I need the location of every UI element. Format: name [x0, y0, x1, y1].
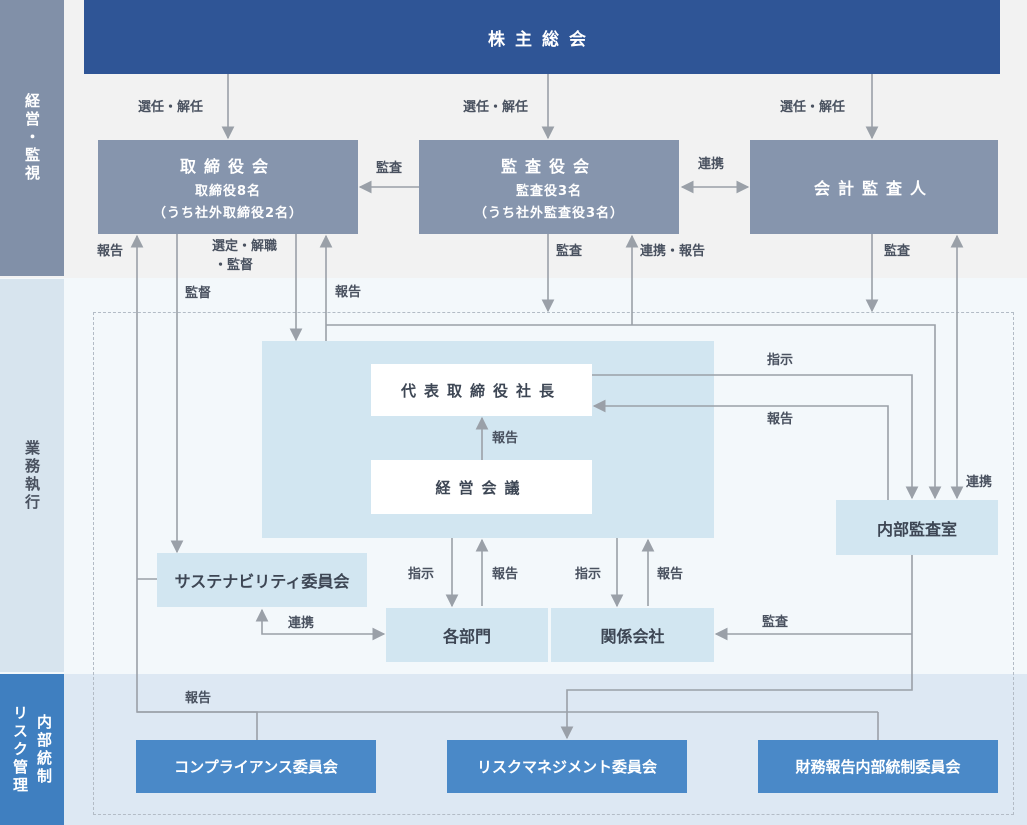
label-instruct-dept: 指示 — [408, 567, 435, 582]
label-coop-report: 連携・報告 — [640, 244, 706, 259]
label-elect-board: 選任・解任 — [138, 100, 204, 115]
board-of-directors-box: 取締役会 取締役8名 （うち社外取締役2名） — [98, 140, 358, 234]
label-report-ia: 報告 — [767, 412, 794, 427]
label-supervise-dot: ・監督 — [214, 258, 254, 273]
label-report-board: 報告 — [335, 285, 362, 300]
affiliates-box: 関係会社 — [551, 608, 714, 662]
audit-board-box: 監査役会 監査役3名 （うち社外監査役3名） — [419, 140, 679, 234]
section-execution-label: 業務執行 — [23, 439, 41, 512]
label-elect-accounting: 選任・解任 — [780, 100, 846, 115]
president-label: 代表取締役社長 — [400, 381, 562, 400]
affiliates-label: 関係会社 — [600, 627, 665, 646]
label-instruct-ia: 指示 — [767, 353, 794, 368]
audit-board-line2: （うち社外監査役3名） — [473, 206, 625, 221]
label-audit-mid: 監査 — [556, 244, 583, 259]
shareholders-meeting-label: 株主総会 — [488, 29, 596, 50]
compliance-committee-box: コンプライアンス委員会 — [136, 740, 376, 793]
accounting-auditor-box: 会計監査人 — [750, 140, 998, 234]
board-line1: 取締役8名 — [194, 184, 262, 199]
shareholders-meeting-box: 株主総会 — [84, 0, 1000, 74]
label-elect-audit-board: 選任・解任 — [463, 100, 529, 115]
label-coop-right: 連携 — [966, 475, 993, 490]
label-audit-to-board: 監査 — [376, 161, 403, 176]
internal-audit-label: 内部監査室 — [876, 519, 957, 539]
accounting-auditor-label: 会計監査人 — [813, 179, 934, 198]
execution-dashed-frame — [93, 312, 1014, 815]
risk-management-committee-label: リスクマネジメント委員会 — [476, 758, 657, 776]
section-risk-label: リスク管理 — [11, 704, 29, 795]
label-supervise: 監督 — [185, 286, 212, 301]
president-box: 代表取締役社長 — [371, 364, 592, 416]
label-report-bottom: 報告 — [185, 691, 212, 706]
label-report-meeting: 報告 — [492, 431, 519, 446]
financial-reporting-committee-box: 財務報告内部統制委員会 — [758, 740, 998, 793]
compliance-committee-label: コンプライアンス委員会 — [174, 758, 338, 776]
board-line2: （うち社外取締役2名） — [152, 206, 304, 221]
audit-board-line1: 監査役3名 — [515, 184, 583, 199]
label-select-dismiss: 選定・解職 — [212, 239, 278, 254]
risk-management-committee-box: リスクマネジメント委員会 — [447, 740, 687, 793]
board-title: 取締役会 — [179, 157, 276, 176]
label-audit-aff: 監査 — [762, 615, 789, 630]
label-instruct-aff: 指示 — [575, 567, 602, 582]
departments-label: 各部門 — [442, 627, 491, 646]
audit-board-title: 監査役会 — [500, 157, 597, 176]
section-governance-label: 経営・監視 — [23, 93, 41, 183]
section-execution: 業務執行 — [0, 279, 64, 672]
sustainability-committee-label: サステナビリティ委員会 — [174, 572, 350, 591]
label-report-left: 報告 — [97, 244, 124, 259]
label-report-dept: 報告 — [492, 567, 519, 582]
management-meeting-label: 経営会議 — [435, 478, 528, 497]
section-control: リスク管理 内部統制 — [0, 674, 64, 825]
section-internal-control-label: 内部統制 — [35, 713, 53, 786]
section-governance: 経営・監視 — [0, 0, 64, 276]
label-cooperation-top: 連携 — [698, 157, 725, 172]
management-meeting-box: 経営会議 — [371, 460, 592, 514]
label-coop-sustain: 連携 — [288, 616, 315, 631]
internal-audit-box: 内部監査室 — [836, 500, 998, 555]
financial-reporting-committee-label: 財務報告内部統制委員会 — [795, 758, 961, 776]
sustainability-committee-box: サステナビリティ委員会 — [157, 553, 367, 607]
departments-box: 各部門 — [386, 608, 548, 662]
label-report-aff: 報告 — [657, 567, 684, 582]
label-audit-right: 監査 — [884, 244, 911, 259]
